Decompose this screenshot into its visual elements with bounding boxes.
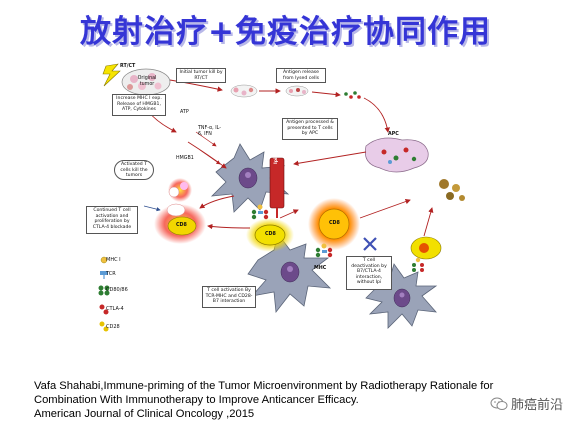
initial-kill-box: Initial tumor kill by RT/CT bbox=[176, 68, 226, 83]
legend-mhc: MHC I bbox=[106, 257, 121, 263]
t-activation-box: T cell activation By TCR-MHC and CD28-B7… bbox=[202, 286, 256, 308]
slide-title: 放射治疗+免疫治疗协同作用 bbox=[80, 14, 491, 50]
citation-line-2: Combination With Immunotherapy to Improv… bbox=[34, 394, 359, 406]
receptor-stack-far-right bbox=[412, 257, 424, 272]
legend-cd28: CD28 bbox=[106, 324, 120, 330]
legend-ctla4: CTLA-4 bbox=[106, 306, 124, 312]
citation: Vafa Shahabi,Immune-priming of the Tumor… bbox=[34, 379, 554, 421]
deactivated-t-cell bbox=[410, 236, 442, 260]
dendritic-cell-center bbox=[210, 143, 290, 213]
mechanism-diagram: RT/CT Original tumor Initial tumor kill … bbox=[84, 60, 484, 360]
t-deactivation-box: T cell deactivation by B7/CTLA-4 interac… bbox=[346, 256, 392, 290]
lysed-cells bbox=[230, 84, 309, 98]
legend-cd80: CD80/86 bbox=[106, 287, 128, 293]
watermark-text: 肺癌前沿 bbox=[510, 398, 563, 413]
blocked-interaction-icon bbox=[363, 237, 377, 251]
activated-t-cells-box: Activated T cells kill the tumors bbox=[114, 160, 154, 180]
citation-line-1: Vafa Shahabi,Immune-priming of the Tumor… bbox=[34, 380, 494, 392]
dendritic-cell-bottom bbox=[247, 233, 332, 314]
cd8-right-label: CD8 bbox=[329, 221, 340, 226]
cd8-cell-left bbox=[154, 203, 206, 244]
receptor-stack-center bbox=[251, 204, 269, 220]
killed-tumor-cluster bbox=[168, 178, 192, 202]
original-tumor bbox=[121, 68, 171, 96]
antigen-release-box: Antigen release from lysed cells bbox=[276, 68, 326, 83]
apc-cell bbox=[364, 137, 429, 173]
original-tumor-label: Original tumor bbox=[137, 76, 157, 87]
cd8-cell-right bbox=[308, 198, 360, 250]
hmgb1-label: HMGB1 bbox=[176, 156, 194, 161]
watermark: 肺癌前沿 bbox=[490, 394, 563, 415]
legend-glyphs bbox=[98, 256, 110, 332]
cd8-center-label: CD8 bbox=[265, 232, 276, 237]
mhc-label: MHC bbox=[314, 266, 327, 271]
receptor-stack-right bbox=[315, 243, 333, 258]
legend-tcr: TCR bbox=[106, 271, 116, 277]
apoptotic-fragments bbox=[439, 179, 465, 201]
cd8-cell-center bbox=[246, 218, 294, 252]
wechat-icon bbox=[490, 397, 508, 415]
increase-mhc-box: Increase MHC I exp. Release of HMGB1, AT… bbox=[112, 94, 166, 116]
citation-line-3: American Journal of Clinical Oncology ,2… bbox=[34, 408, 255, 420]
continued-activation-box: Continued T cell activation and prolifer… bbox=[86, 206, 138, 234]
radiation-bolt-icon bbox=[102, 63, 121, 87]
apc-label: APC bbox=[388, 132, 399, 137]
cytokines-label: TNF-α, IL-6, IFN bbox=[198, 126, 221, 137]
antigen-particles bbox=[344, 91, 361, 99]
ipilimumab-label: Ipilimumab bbox=[274, 135, 279, 164]
antigen-processed-box: Antigen processed & presented to T cells… bbox=[282, 118, 338, 140]
dendritic-cell-right bbox=[365, 263, 438, 329]
cd8-left-label: CD8 bbox=[176, 223, 187, 228]
ipilimumab-antibody-icon bbox=[269, 157, 285, 218]
rtct-label: RT/CT bbox=[120, 64, 136, 69]
atp-label: ATP bbox=[180, 110, 189, 115]
